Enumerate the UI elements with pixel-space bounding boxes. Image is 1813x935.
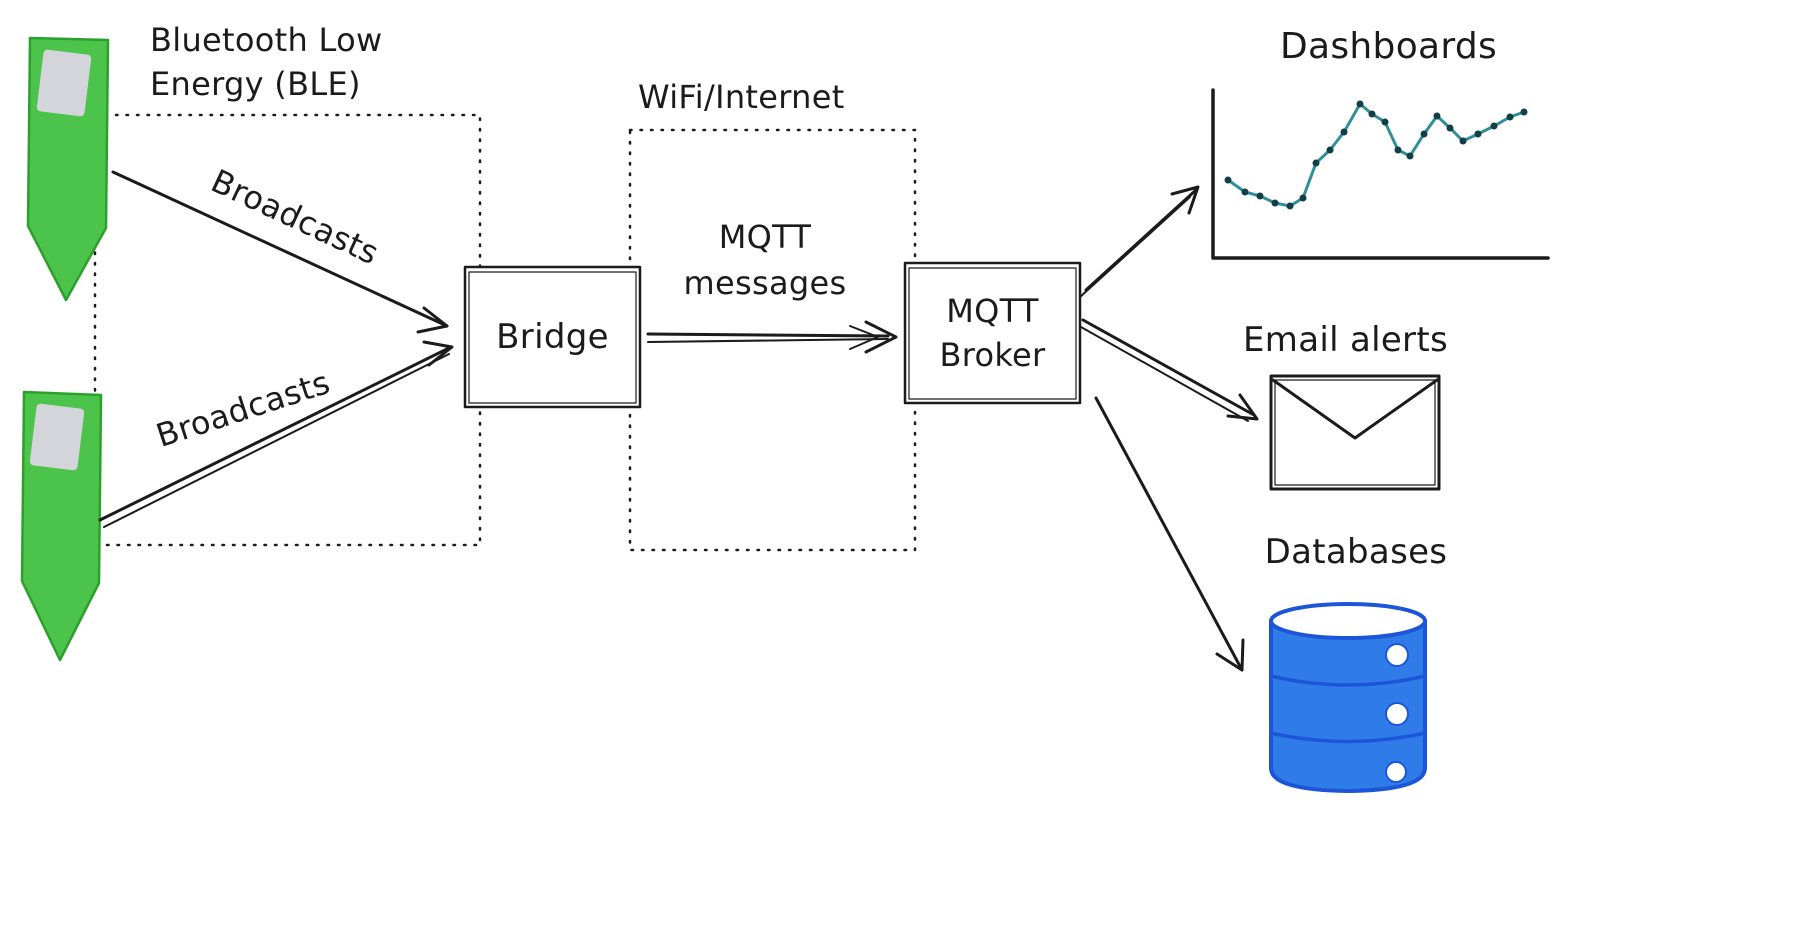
mqtt-messages-label-line2: messages	[683, 264, 847, 302]
ble-zone-label: Bluetooth Low Energy (BLE)	[150, 18, 382, 106]
mqtt-messages-label-line1: MQTT	[718, 218, 812, 256]
bridge-node	[463, 265, 642, 409]
ble-zone-label-line1: Bluetooth Low	[150, 21, 383, 59]
broadcast-arrow-bottom	[98, 340, 454, 528]
ble-zone-label-line2: Energy (BLE)	[150, 65, 361, 103]
ble-beacon-bottom-icon	[20, 390, 103, 662]
mqtt-messages-edge-label: MQTT messages	[680, 214, 850, 306]
database-icon	[1269, 602, 1427, 793]
broker-to-databases-arrow	[1094, 396, 1245, 672]
mqtt-messages-arrow	[646, 320, 898, 354]
broker-to-dashboards-arrow	[1079, 185, 1200, 298]
broker-to-email-arrow	[1080, 318, 1259, 422]
broadcast-arrow-top	[111, 170, 449, 334]
ble-beacon-top-icon	[26, 36, 110, 302]
dashboards-node-label: Dashboards	[1280, 26, 1498, 67]
bridge-node-label: Bridge	[496, 317, 609, 357]
email-alerts-node-label: Email alerts	[1243, 320, 1448, 360]
mqtt-broker-label-line2: Broker	[939, 336, 1046, 374]
envelope-icon	[1269, 374, 1441, 491]
mqtt-broker-label-line1: MQTT	[946, 292, 1039, 330]
mqtt-broker-node	[903, 261, 1082, 405]
line-chart-icon	[1211, 88, 1550, 260]
wifi-zone-label: WiFi/Internet	[638, 78, 845, 116]
mqtt-broker-node-label: MQTT Broker	[905, 263, 1080, 403]
databases-node-label: Databases	[1264, 532, 1448, 572]
chart-markers	[1224, 100, 1528, 210]
